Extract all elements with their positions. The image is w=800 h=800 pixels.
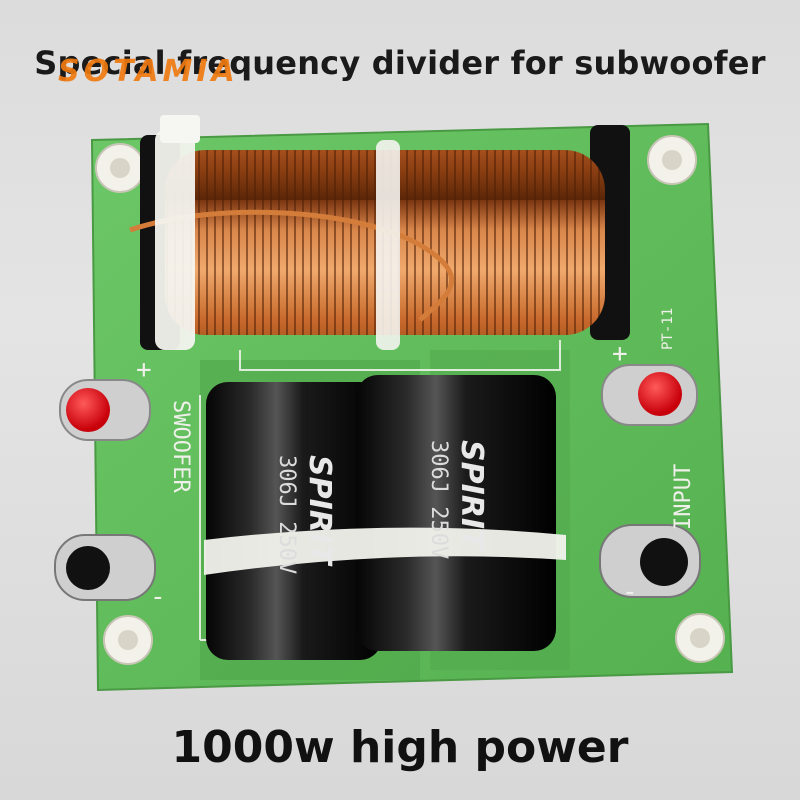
mount-post-tr	[647, 135, 697, 185]
pcb-model-label: PT-11	[660, 308, 676, 350]
pcb-minus-right: -	[622, 577, 638, 607]
mount-post-tl	[95, 143, 145, 193]
capacitor-brand-left: SPIRIT	[302, 455, 337, 567]
terminal-input-positive	[601, 364, 698, 426]
capacitor-zip-tie	[204, 527, 566, 575]
power-caption: 1000w high power	[171, 722, 629, 773]
pcb-plus-left: +	[136, 355, 152, 385]
inductor-coil	[129, 115, 630, 350]
capacitor-left	[206, 382, 382, 660]
capacitor-brand-right: SPIRIT	[454, 440, 489, 552]
terminal-output-positive	[59, 379, 151, 441]
mount-post-br	[675, 613, 725, 663]
brand-watermark: SOTAMIA	[58, 54, 239, 89]
pcb-minus-left: -	[150, 582, 166, 612]
capacitor-rating-right: 306J 250V	[426, 440, 451, 559]
pcb-output-label: SWOOFER	[168, 400, 193, 493]
terminal-input-negative	[599, 524, 701, 598]
mount-post-bl	[103, 615, 153, 665]
capacitor-rating-left: 306J 250V	[274, 455, 299, 574]
pcb-plus-right: +	[612, 339, 628, 369]
capacitor-right	[356, 375, 556, 651]
headline: Special frequency divider for subwoofer	[34, 44, 766, 82]
terminal-output-negative	[54, 534, 156, 601]
pcb-input-label: INPUT	[671, 464, 696, 530]
